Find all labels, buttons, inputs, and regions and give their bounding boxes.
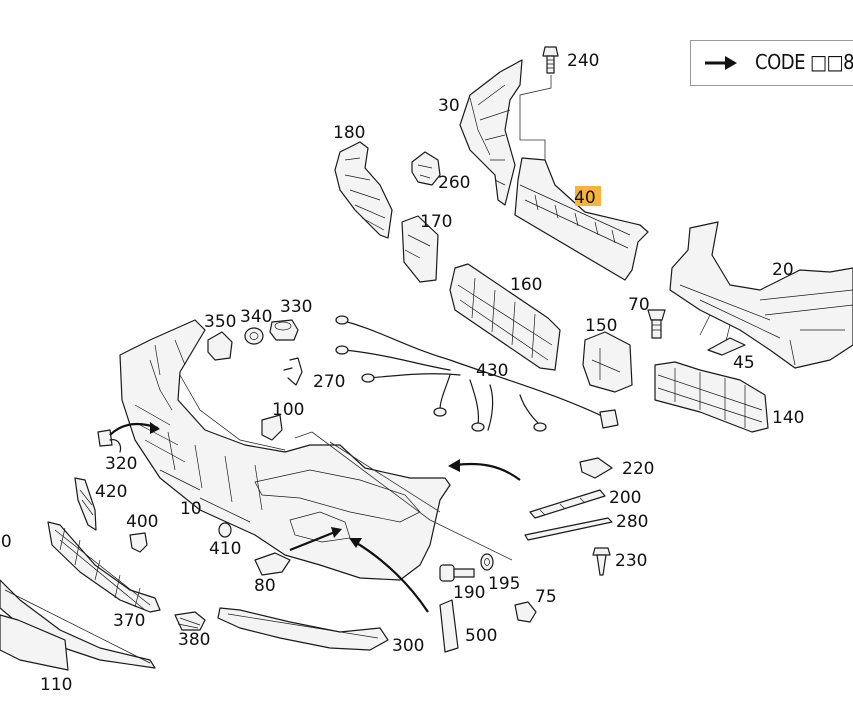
label-260[interactable]: 260 <box>438 173 470 193</box>
part-500-label[interactable] <box>439 599 459 653</box>
label-100[interactable]: 100 <box>272 400 304 420</box>
part-40-center-bracket[interactable] <box>514 157 649 281</box>
label-200[interactable]: 200 <box>609 488 641 508</box>
part-70-bolt[interactable] <box>647 309 666 339</box>
part-220-bracket[interactable] <box>579 457 613 479</box>
label-500[interactable]: 500 <box>465 626 497 646</box>
part-280-strip[interactable] <box>524 517 613 541</box>
label-330[interactable]: 330 <box>280 297 312 317</box>
part-100-cover[interactable] <box>261 414 283 441</box>
assembly-arrows <box>109 422 521 613</box>
label-180[interactable]: 180 <box>333 123 365 143</box>
part-10-bumper-cover[interactable] <box>119 319 451 581</box>
part-260-clip[interactable] <box>411 151 441 186</box>
part-340-ring[interactable] <box>244 327 264 345</box>
part-45-clip[interactable] <box>707 337 746 356</box>
label-300[interactable]: 300 <box>392 636 424 656</box>
part-420-grille-side[interactable] <box>74 477 97 531</box>
part-350-sensor-holder[interactable] <box>207 331 233 361</box>
label-140[interactable]: 140 <box>772 408 804 428</box>
label-160[interactable]: 160 <box>510 275 542 295</box>
label-10[interactable]: 10 <box>180 499 202 519</box>
label-195[interactable]: 195 <box>488 574 520 594</box>
part-80-clip[interactable] <box>254 552 291 576</box>
label-280[interactable]: 280 <box>616 512 648 532</box>
part-370-lower-grille[interactable] <box>47 521 161 613</box>
label-70[interactable]: 70 <box>628 295 650 315</box>
label-430[interactable]: 430 <box>476 361 508 381</box>
label-230[interactable]: 230 <box>615 551 647 571</box>
label-270[interactable]: 270 <box>313 372 345 392</box>
part-240-screw[interactable] <box>542 46 559 74</box>
part-140-absorber[interactable] <box>654 361 769 433</box>
part-400-clip[interactable] <box>129 532 148 553</box>
part-410-plug[interactable] <box>218 522 232 538</box>
label-40[interactable]: 40 <box>574 188 596 208</box>
label-75[interactable]: 75 <box>535 587 557 607</box>
code-label: CODE □□8 <box>755 50 853 74</box>
part-300-molding[interactable] <box>217 607 389 651</box>
part-320-bracket[interactable] <box>97 429 122 453</box>
label-45[interactable]: 45 <box>733 353 755 373</box>
part-160-absorber[interactable] <box>449 263 561 371</box>
label-150[interactable]: 150 <box>585 316 617 336</box>
label-400[interactable]: 400 <box>126 512 158 532</box>
part-20-carrier[interactable] <box>669 221 853 369</box>
label-110[interactable]: 110 <box>40 675 72 695</box>
part-270-clip[interactable] <box>283 357 303 386</box>
part-30-bracket[interactable] <box>459 59 523 206</box>
part-170-bracket[interactable] <box>401 215 439 283</box>
part-190-bolt[interactable] <box>439 564 475 582</box>
label-60[interactable]: 60 <box>0 532 12 552</box>
label-30[interactable]: 30 <box>438 96 460 116</box>
part-150-bracket[interactable] <box>582 331 633 393</box>
part-230-screw[interactable] <box>592 547 611 576</box>
arrow-right-icon <box>705 56 737 70</box>
label-220[interactable]: 220 <box>622 459 654 479</box>
label-420[interactable]: 420 <box>95 482 127 502</box>
label-340[interactable]: 340 <box>240 307 272 327</box>
label-20[interactable]: 20 <box>772 260 794 280</box>
part-195-washer[interactable] <box>480 553 494 571</box>
part-330-sensor[interactable] <box>269 319 299 341</box>
label-380[interactable]: 380 <box>178 630 210 650</box>
label-410[interactable]: 410 <box>209 539 241 559</box>
part-380-grille-insert[interactable] <box>174 611 206 631</box>
part-180-side-bracket[interactable] <box>334 141 393 239</box>
label-350[interactable]: 350 <box>204 312 236 332</box>
label-240[interactable]: 240 <box>567 51 599 71</box>
label-170[interactable]: 170 <box>420 212 452 232</box>
label-370[interactable]: 370 <box>113 611 145 631</box>
part-200-bracket[interactable] <box>529 489 606 519</box>
part-75-clip[interactable] <box>514 601 537 623</box>
part-labels: 40 240 30 180 260 170 160 20 70 150 45 1… <box>0 51 804 695</box>
label-80[interactable]: 80 <box>254 576 276 596</box>
part-430-wiring-harness[interactable] <box>335 315 619 432</box>
label-320[interactable]: 320 <box>105 454 137 474</box>
code-legend: CODE □□8 <box>690 40 853 86</box>
highlight-40 <box>575 186 601 206</box>
label-190[interactable]: 190 <box>453 583 485 603</box>
part-110-plate-carrier[interactable] <box>0 579 156 671</box>
